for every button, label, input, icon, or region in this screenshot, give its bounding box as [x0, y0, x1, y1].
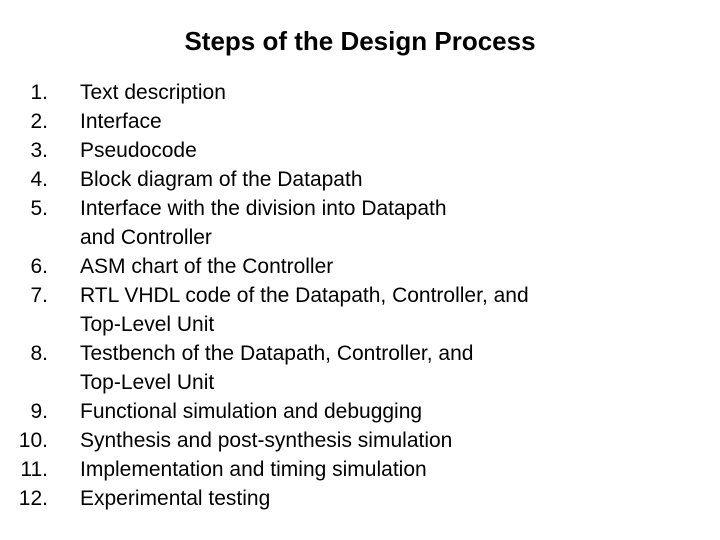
list-item-label: Implementation and timing simulation: [80, 458, 427, 481]
list-item: 11. Implementation and timing simulation: [0, 455, 720, 484]
steps-list: 1. Text description 2. Interface 3. Pseudocod…: [0, 78, 720, 513]
list-item-number: 5.: [30, 197, 48, 220]
list-item: 6. ASM chart of the Controller: [0, 252, 720, 281]
list-item: 8. Testbench of the Datapath, Controller,…: [0, 339, 720, 397]
list-item-label: Pseudocode: [80, 139, 197, 162]
list-item-label: Experimental testing: [80, 487, 271, 510]
list-item: 4. Block diagram of the Datapath: [0, 165, 720, 194]
list-item: 12. Experimental testing: [0, 484, 720, 513]
list-item-label: Interface with the division into Datapat…: [80, 197, 447, 249]
list-item-number: 3.: [30, 139, 48, 162]
list-item: 3. Pseudocode: [0, 136, 720, 165]
list-item: 7. RTL VHDL code of the Datapath, Control…: [0, 281, 720, 339]
list-item-number: 9.: [30, 400, 48, 423]
list-item: 9. Functional simulation and debugging: [0, 397, 720, 426]
list-item-number: 7.: [30, 284, 48, 307]
list-item-label: Interface: [80, 110, 162, 133]
list-item: 1. Text description: [0, 78, 720, 107]
list-item-number: 6.: [30, 255, 48, 278]
list-item: 2. Interface: [0, 107, 720, 136]
page-title: Steps of the Design Process: [184, 26, 536, 56]
list-item-label: Block diagram of the Datapath: [80, 168, 363, 191]
list-item-label: Functional simulation and debugging: [80, 400, 423, 423]
list-item-label: RTL VHDL code of the Datapath, Controlle…: [80, 284, 529, 336]
list-item: 5. Interface with the division into Datap…: [0, 194, 720, 252]
list-item-label: Synthesis and post-synthesis simulation: [80, 429, 453, 452]
list-item: 10. Synthesis and post-synthesis simulati…: [0, 426, 720, 455]
list-item-number: 8.: [30, 342, 48, 365]
list-item-label: Testbench of the Datapath, Controller, a…: [80, 342, 474, 394]
list-item-number: 4.: [30, 168, 48, 191]
list-item-label: Text description: [80, 81, 226, 104]
list-item-label: ASM chart of the Controller: [80, 255, 334, 278]
list-item-number: 12.: [18, 487, 48, 510]
list-item-number: 10.: [18, 429, 48, 452]
list-item-number: 1.: [30, 81, 48, 104]
list-item-number: 2.: [30, 110, 48, 133]
list-item-number: 11.: [20, 458, 48, 481]
